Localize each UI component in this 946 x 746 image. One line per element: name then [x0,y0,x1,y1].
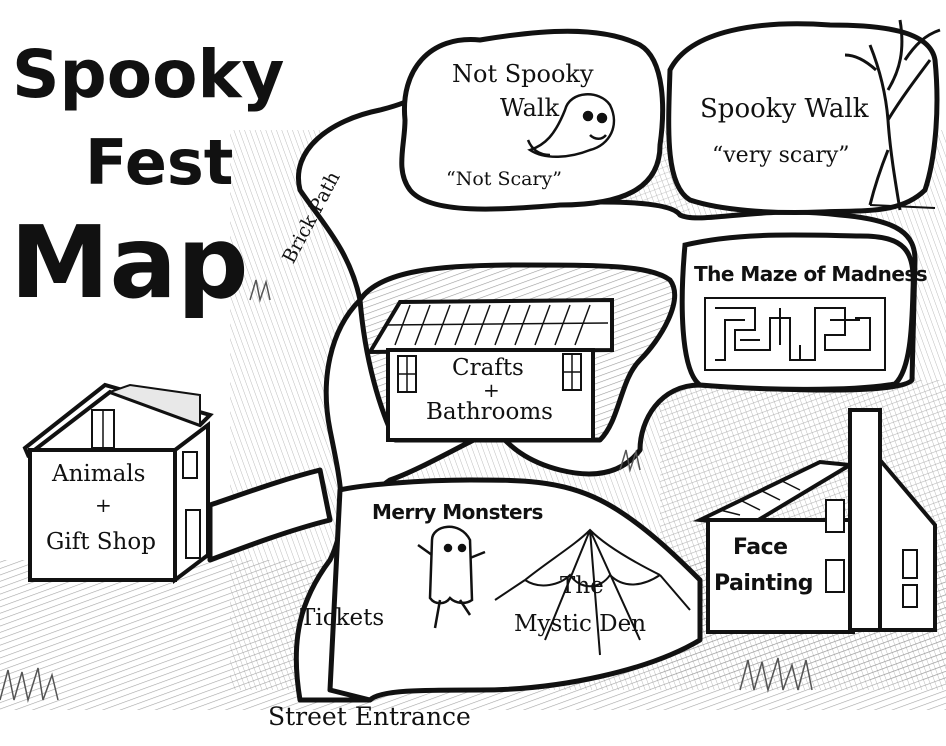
mystic-den-tent-icon [494,528,691,656]
animals-label-line3: Gift Shop [46,529,156,555]
maze-area [679,232,916,392]
animals-label-line1: Animals [52,461,146,487]
walk-areas [399,21,940,392]
mystic-den-label-line2: Mystic Den [514,611,647,637]
not-spooky-walk-area [399,28,666,212]
crafts-label-line3: Bathrooms [426,399,553,425]
map-title-line1: Spooky [12,36,285,113]
merry-monster-icon [417,525,486,629]
map-title-line2: Fest [85,126,234,199]
street-entrance-label: Street Entrance [268,702,471,731]
spooky-walk-label: Spooky Walk [700,94,869,124]
maze-icon [704,297,886,371]
animals-label-line2: + [95,493,112,517]
face-painting-building [692,408,937,634]
crafts-building [366,297,614,442]
spooky-walk-note: “very scary” [712,143,850,168]
face-painting-label-line1: Face [733,535,788,560]
dead-tree-icon [844,19,941,211]
not-spooky-walk-label-line1: Not Spooky [452,60,594,88]
left-path [207,467,333,563]
mystic-den-label-line1: The [560,573,604,599]
friendly-ghost-icon [526,93,616,158]
tickets-label: Tickets [300,605,385,631]
merry-monsters-label: Merry Monsters [372,500,543,524]
not-spooky-walk-label-line2: Walk [500,94,560,122]
animals-building [22,382,214,585]
grass-tufts [0,279,813,703]
spooky-walk-area [666,21,940,215]
bottom-path [327,477,703,703]
map-title-line3: Map [10,204,249,321]
face-painting-label-line2: Painting [714,571,814,596]
not-spooky-walk-note: “Not Scary” [446,168,562,190]
crafts-label-line2: + [483,378,500,402]
maze-label: The Maze of Madness [694,262,928,286]
crafts-label-line1: Crafts [452,355,524,381]
